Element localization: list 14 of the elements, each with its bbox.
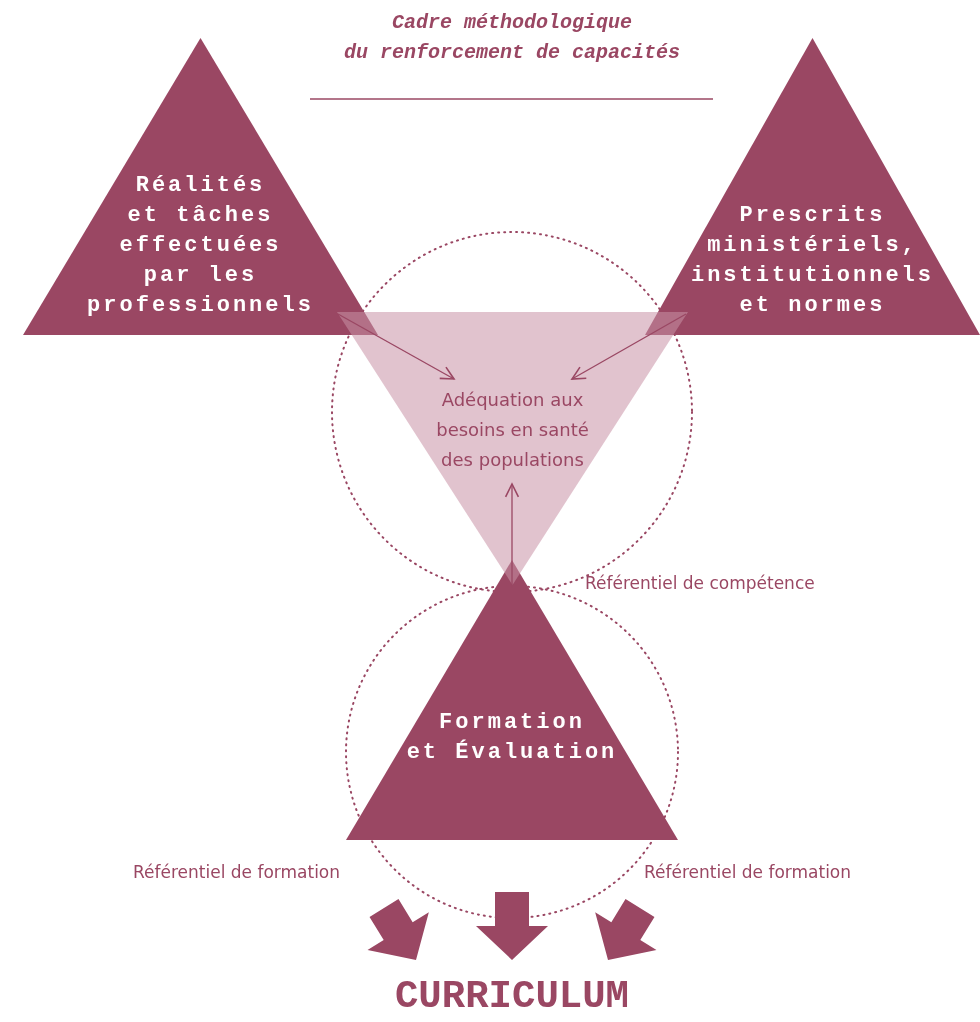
node-label: Formation et Évaluation	[405, 709, 619, 767]
annotation-label: Référentiel de compétence	[585, 573, 815, 593]
arrow	[337, 313, 455, 380]
node-label: Adéquation aux besoins en santé des populations	[435, 388, 590, 472]
block-arrow	[595, 899, 657, 960]
block-arrow	[367, 899, 429, 960]
annotation-label: Référentiel de formation	[133, 862, 341, 882]
title: Cadre méthodologique du renforcement de capacités	[342, 10, 682, 66]
block-arrow	[476, 892, 548, 960]
curriculum-heading: CURRICULUM	[393, 974, 630, 1020]
node-label: Prescrits ministériels, institutionnels et normes	[689, 202, 935, 320]
arrow	[571, 313, 687, 380]
annotation-label: Référentiel de formation	[644, 862, 852, 882]
node-label: Réalités et tâches effectuées par les professionnels	[86, 172, 315, 320]
